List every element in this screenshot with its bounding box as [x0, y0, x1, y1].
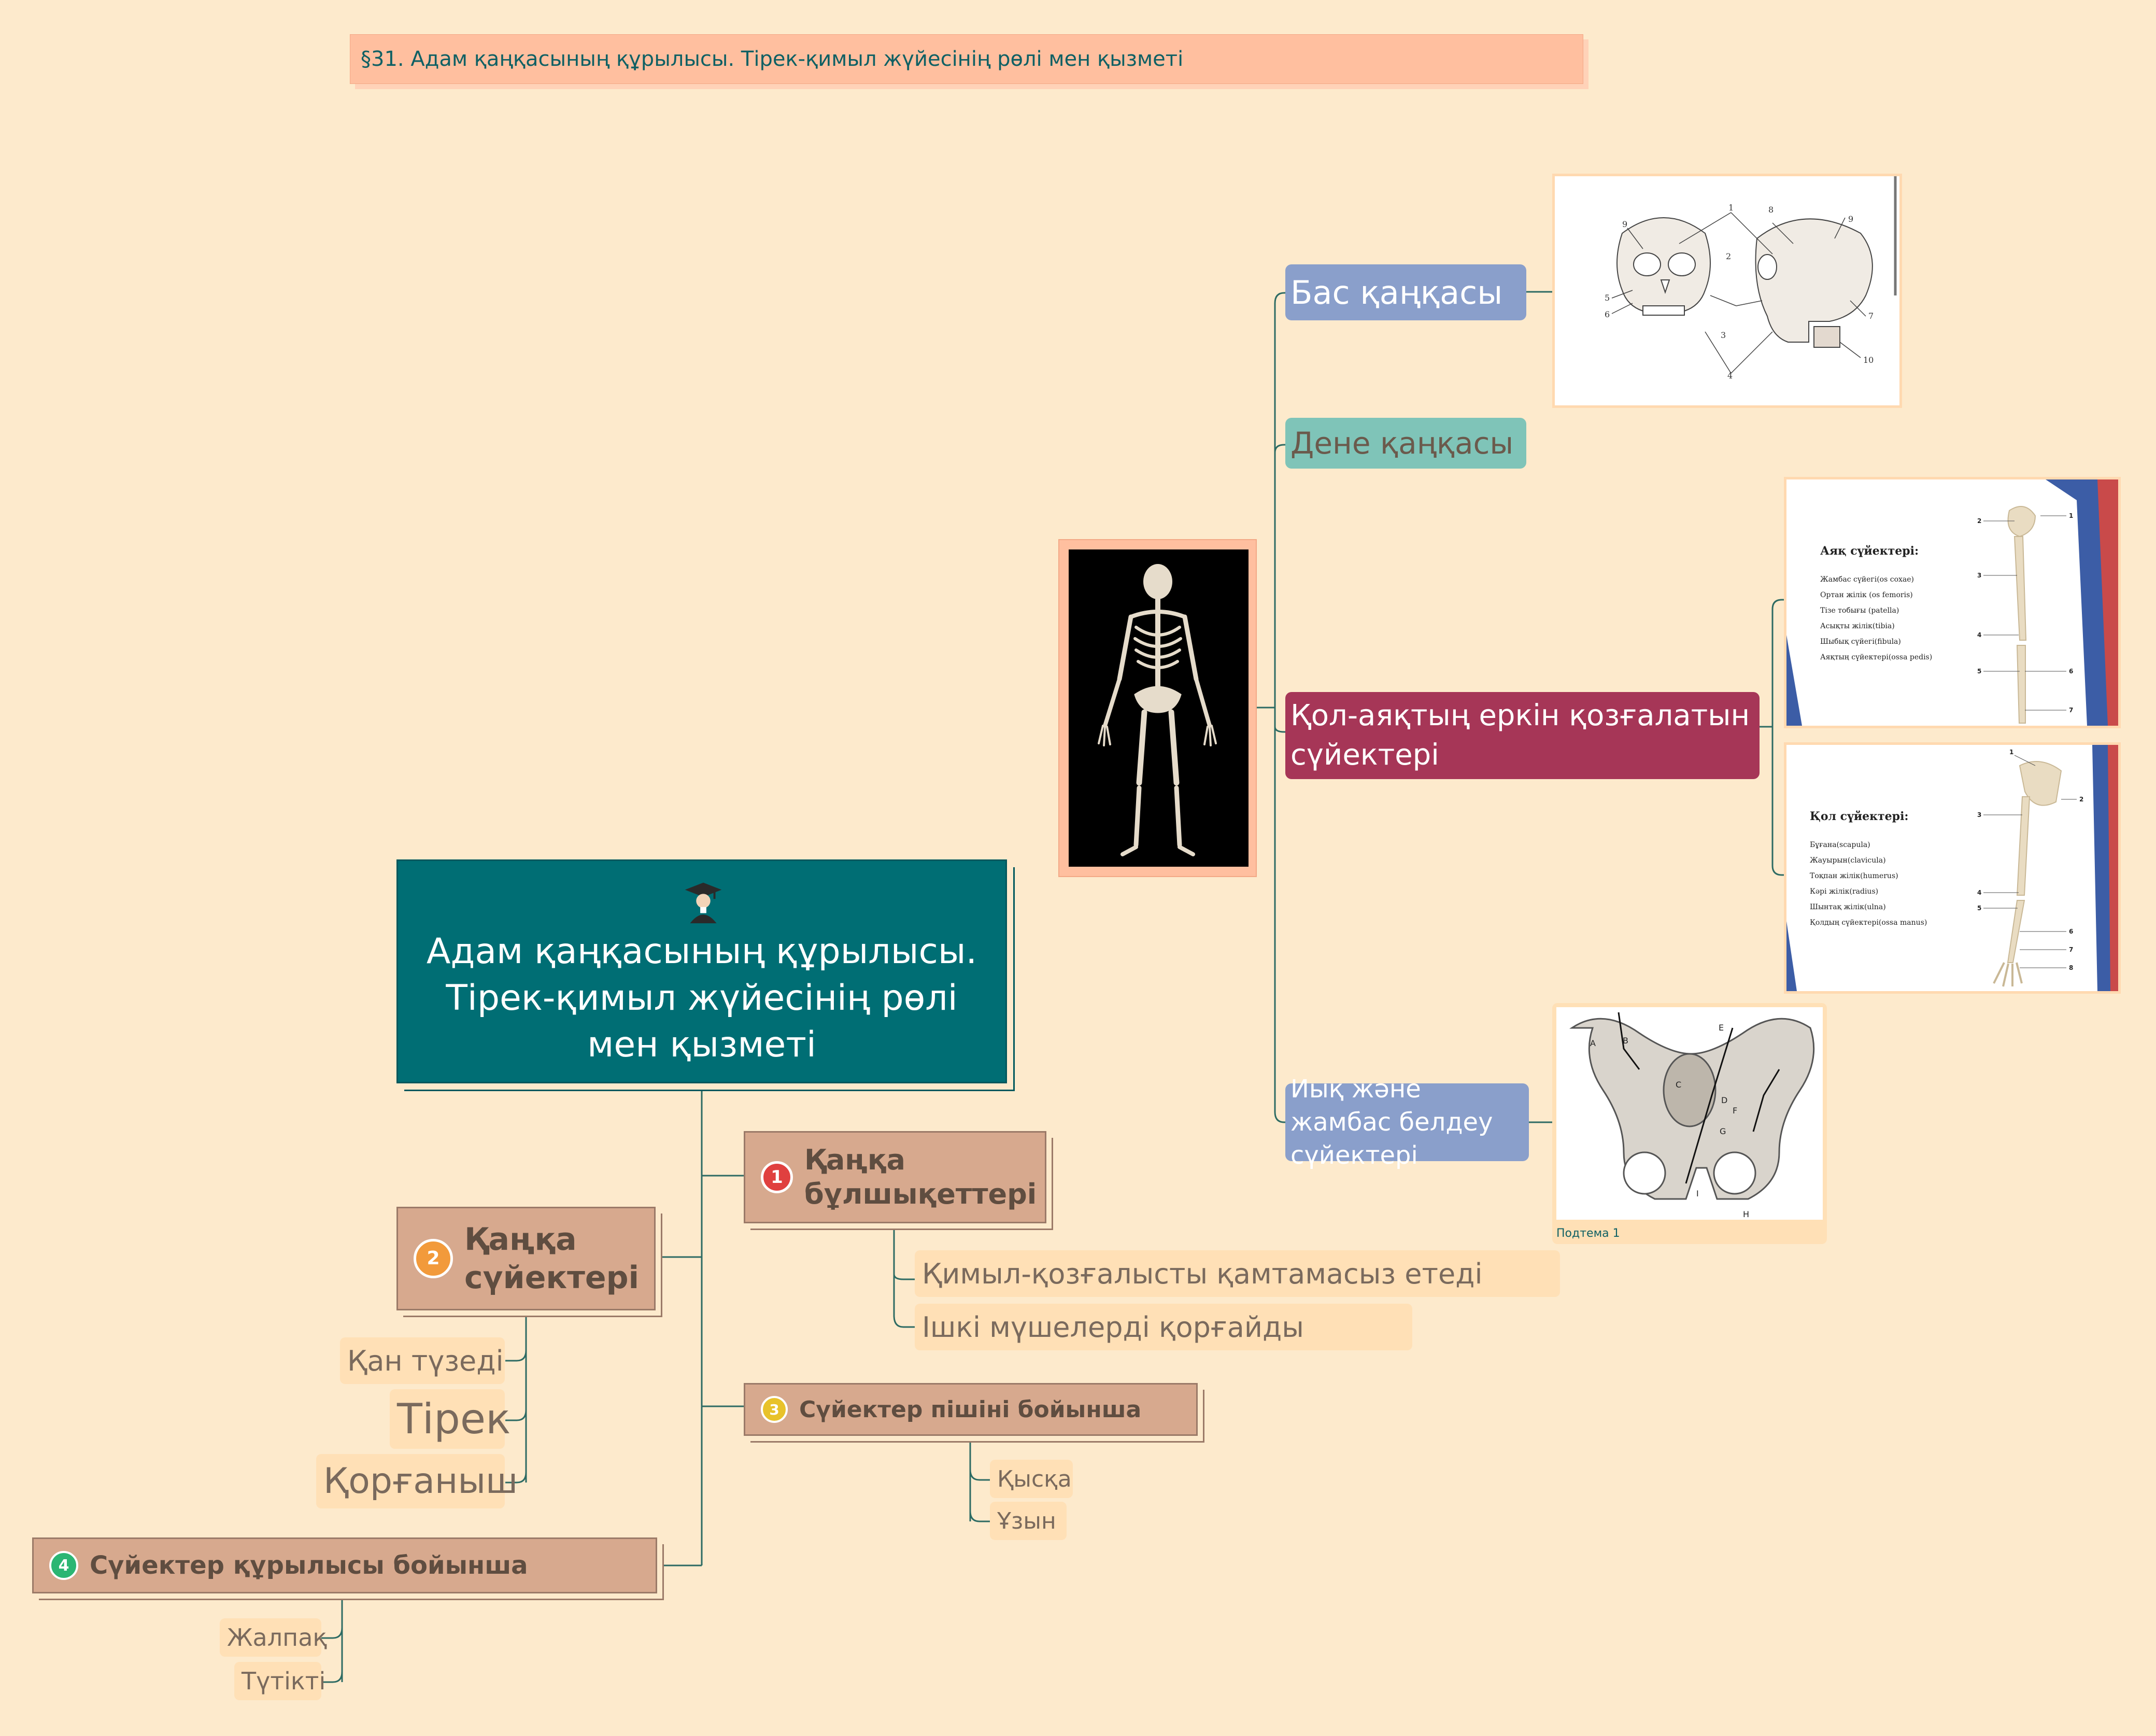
branch-skeletal-muscles[interactable]: 1 Қаңқа бұлшықеттері	[744, 1131, 1046, 1223]
skull-num-10: 10	[1863, 355, 1874, 365]
pelvis-letter-g: G	[1720, 1126, 1726, 1136]
pelvis-letter-f: F	[1733, 1106, 1737, 1116]
arm-slide-item-5: Шынтақ жілік(ulna)	[1810, 903, 1886, 911]
skull-num-5: 5	[1605, 293, 1610, 303]
branch-2-label: Қаңқа сүйектері	[464, 1221, 640, 1296]
arm-num-1: 1	[2009, 749, 2013, 756]
leg-bones-slide: Аяқ сүйектері: Жамбас сүйегі(os coxae) О…	[1784, 477, 2121, 728]
arm-slide-item-1: Бұғана(scapula)	[1810, 841, 1870, 849]
arm-bones-slide: Қол сүйектері: Бұғана(scapula) Жауырын(c…	[1784, 742, 2121, 994]
leaf-flat[interactable]: Жалпақ	[220, 1618, 327, 1657]
arm-slide-item-3: Тоқпан жілік(humerus)	[1810, 872, 1898, 880]
skull-num-6: 6	[1605, 309, 1610, 319]
leg-bones-slide-image: Аяқ сүйектері: Жамбас сүйегі(os coxae) О…	[1786, 479, 2118, 726]
pelvis-card: A B C D E F G H I Подтема 1	[1552, 1003, 1827, 1244]
item-free-limb-bones[interactable]: Қол-аяқтың еркін қозғалатын сүйектері	[1285, 692, 1760, 779]
graduate-icon	[678, 877, 728, 927]
arm-num-2: 2	[2079, 796, 2083, 803]
arm-slide-item-2: Жауырын(clavicula)	[1810, 856, 1886, 865]
leg-num-1: 1	[2069, 512, 2073, 519]
leg-slide-item-3: Тізе тобығы (patella)	[1820, 606, 1899, 615]
leaf-long[interactable]: Ұзын	[990, 1502, 1067, 1540]
leg-slide-item-4: Асықты жілік(tibia)	[1820, 622, 1895, 630]
skull-num-9a: 9	[1622, 219, 1627, 229]
number-badge-3: 3	[761, 1396, 788, 1423]
leg-slide-item-1: Жамбас сүйегі(os coxae)	[1820, 575, 1914, 584]
skull-num-7: 7	[1868, 311, 1874, 321]
arm-slide-title: Қол сүйектері:	[1810, 810, 1909, 823]
arm-num-4: 4	[1977, 889, 1981, 896]
number-badge-4: 4	[49, 1551, 78, 1580]
subtopic-caption: Подтема 1	[1556, 1227, 1620, 1240]
leg-slide-item-2: Ортан жілік (os femoris)	[1820, 591, 1913, 599]
arm-num-5: 5	[1977, 905, 1981, 912]
item-head-skeleton[interactable]: Бас қаңқасы	[1285, 264, 1526, 320]
pelvis-image: A B C D E F G H I	[1556, 1007, 1823, 1220]
leg-num-2: 2	[1977, 517, 1981, 525]
branch-bone-shape[interactable]: 3 Сүйектер пішіні бойынша	[744, 1383, 1198, 1436]
branch-bone-structure[interactable]: 4 Сүйектер құрылысы бойынша	[32, 1537, 657, 1593]
number-badge-2: 2	[414, 1239, 453, 1278]
leg-num-6: 6	[2069, 668, 2073, 675]
leg-num-3: 3	[1977, 572, 1981, 579]
leg-slide-item-6: Аяқтың сүйектері(ossa pedis)	[1820, 653, 1932, 661]
arm-bones-slide-image: Қол сүйектері: Бұғана(scapula) Жауырын(c…	[1786, 745, 2118, 991]
skull-num-4: 4	[1727, 371, 1733, 380]
skull-num-3: 3	[1721, 330, 1726, 340]
leaf-short[interactable]: Қысқа	[990, 1460, 1073, 1498]
skeleton-image-card	[1058, 539, 1257, 877]
central-topic-title: Адам қаңқасының құрылысы. Тірек-қимыл жү…	[426, 931, 977, 1065]
arm-slide-item-6: Қолдың сүйектері(ossa manus)	[1810, 919, 1927, 927]
central-topic[interactable]: Адам қаңқасының құрылысы. Тірек-қимыл жү…	[396, 859, 1007, 1083]
item-girdle-bones[interactable]: Иық және жамбас белдеу сүйектері	[1285, 1075, 1529, 1170]
leaf-organ-protection[interactable]: Ішкі мүшелерді қорғайды	[915, 1304, 1412, 1350]
leg-num-7: 7	[2069, 707, 2073, 714]
arm-num-8: 8	[2069, 964, 2073, 971]
leg-slide-title: Аяқ сүйектері:	[1820, 544, 1919, 558]
pelvis-letter-a: A	[1590, 1038, 1596, 1048]
leg-slide-item-5: Шыбық сүйегі(fibula)	[1820, 638, 1901, 646]
skull-image-card: 1 2 3 4 5 6 7 8 9 9 10	[1552, 174, 1902, 408]
pelvis-letter-b: B	[1623, 1036, 1628, 1046]
leaf-movement[interactable]: Қимыл-қозғалысты қамтамасыз етеді	[915, 1250, 1560, 1297]
pelvis-letter-i: I	[1696, 1189, 1699, 1198]
arm-num-6: 6	[2069, 928, 2073, 935]
skull-num-1: 1	[1728, 203, 1734, 213]
page-title-banner: §31. Адам қаңқасының құрылысы. Тірек-қим…	[350, 34, 1583, 84]
leaf-blood-forming[interactable]: Қан түзеді	[340, 1337, 505, 1384]
skull-image: 1 2 3 4 5 6 7 8 9 9 10	[1605, 176, 1897, 380]
leaf-support[interactable]: Тірек	[390, 1389, 510, 1449]
page-title: §31. Адам қаңқасының құрылысы. Тірек-қим…	[361, 47, 1184, 71]
item-trunk-skeleton[interactable]: Дене қаңқасы	[1285, 418, 1526, 469]
branch-4-label: Сүйектер құрылысы бойынша	[90, 1551, 528, 1580]
arm-num-7: 7	[2069, 946, 2073, 953]
arm-slide-item-4: Кәрі жілік(radius)	[1810, 887, 1878, 896]
branch-skeletal-bones[interactable]: 2 Қаңқа сүйектері	[396, 1207, 656, 1310]
leaf-protection[interactable]: Қорғаныш	[316, 1454, 518, 1508]
skull-num-9b: 9	[1848, 214, 1853, 224]
pelvis-letter-c: C	[1676, 1080, 1681, 1090]
pelvis-letter-e: E	[1719, 1023, 1724, 1033]
number-badge-1: 1	[761, 1161, 793, 1193]
branch-1-label: Қаңқа бұлшықеттері	[804, 1144, 1037, 1210]
leaf-tubular[interactable]: Түтікті	[234, 1662, 325, 1700]
leg-num-4: 4	[1977, 631, 1981, 639]
leg-num-5: 5	[1977, 668, 1981, 675]
skull-num-2: 2	[1726, 251, 1731, 261]
arm-num-3: 3	[1977, 811, 1981, 818]
branch-3-label: Сүйектер пішіні бойынша	[799, 1396, 1142, 1423]
pelvis-letter-d: D	[1721, 1095, 1727, 1105]
pelvis-letter-h: H	[1743, 1209, 1749, 1219]
skull-num-8: 8	[1768, 205, 1774, 215]
full-skeleton-image	[1069, 549, 1249, 867]
